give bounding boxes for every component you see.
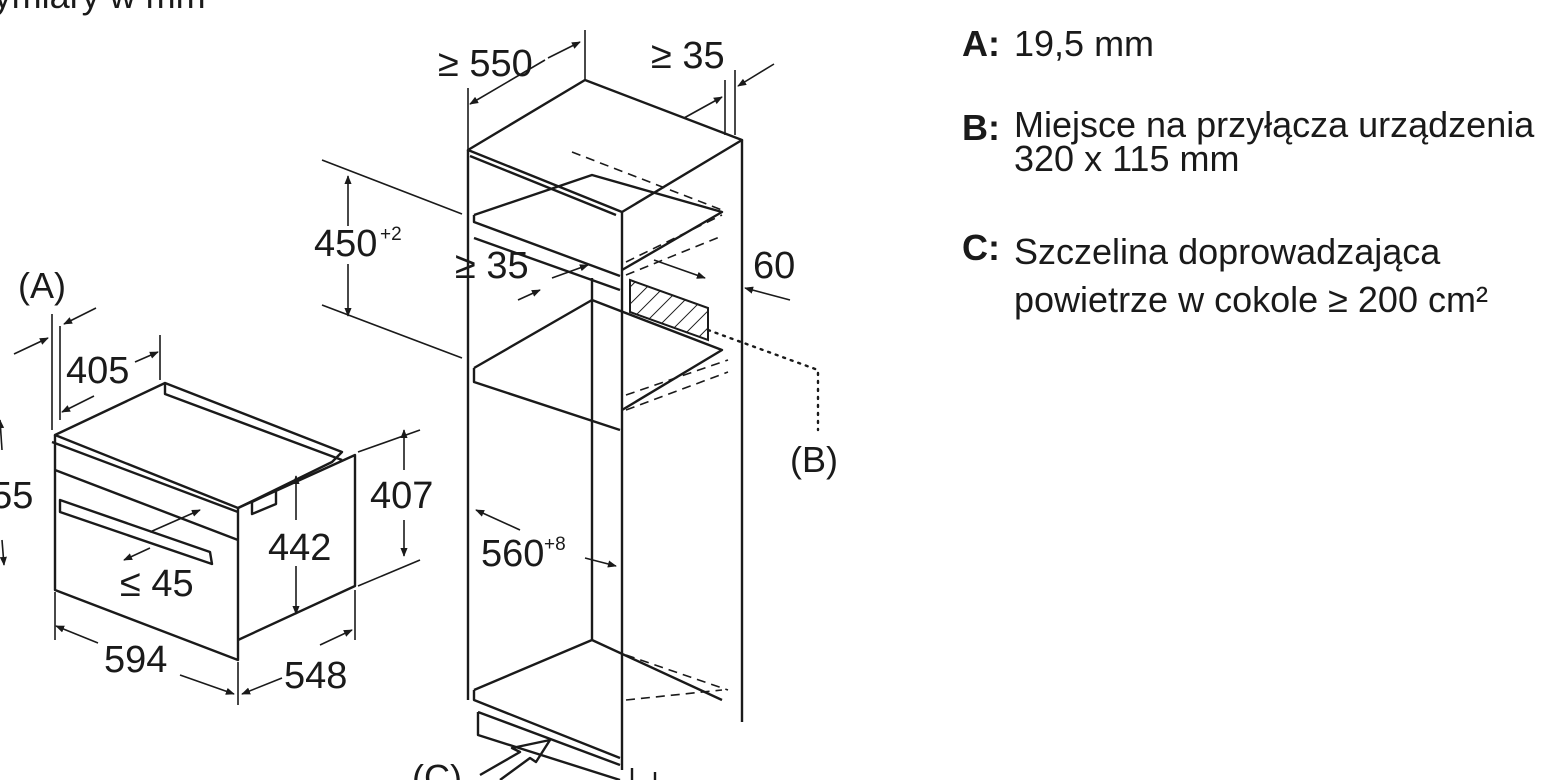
cabinet-drawing — [466, 78, 820, 780]
dim-rear-gap-mid: ≥ 35 — [455, 245, 529, 287]
oven-drawing — [51, 314, 357, 662]
oven-dimensions — [0, 307, 421, 705]
legend-text: Szczelina doprowadzająca powietrze w cok… — [1014, 228, 1488, 324]
dim-niche-width-tol: +8 — [544, 534, 566, 555]
dim-oven-depth: 548 — [284, 655, 347, 697]
legend-line: 19,5 mm — [1014, 23, 1155, 64]
dim-oven-442: 442 — [268, 527, 331, 569]
legend-line: 320 x 115 mm — [1014, 138, 1240, 179]
units-caption: Wymiary w mm — [0, 0, 206, 16]
dim-niche-height-tol: +2 — [380, 224, 402, 245]
legend-line: Szczelina doprowadzająca — [1014, 231, 1441, 272]
dim-oven-handle: ≤ 45 — [120, 563, 194, 605]
legend-key: B: — [962, 107, 1000, 148]
dim-niche-width: 560 — [481, 533, 544, 575]
dim-oven-407: 407 — [370, 475, 433, 517]
dim-oven-width: 594 — [104, 639, 167, 681]
legend-line: powietrze w cokole ≥ 200 cm² — [1014, 279, 1488, 320]
legend-key: A: — [962, 23, 1000, 64]
dim-rear-gap-top: ≥ 35 — [651, 35, 725, 77]
cabinet-dimensions — [321, 30, 791, 568]
dim-niche-height-value: 450 — [314, 223, 377, 265]
dim-side-60: 60 — [753, 245, 795, 287]
dim-niche-height: 450 — [314, 223, 377, 265]
legend-key: C: — [962, 227, 1000, 268]
dim-oven-405: 405 — [66, 350, 129, 392]
label-b: (B) — [790, 439, 838, 480]
legend-text: 19,5 mm — [1014, 24, 1154, 64]
legend-line: Miejsce na przyłącza urządzenia — [1014, 104, 1535, 145]
label-c: (C) — [412, 757, 462, 780]
legend-text: Miejsce na przyłącza urządzenia 320 x 11… — [1014, 104, 1535, 179]
label-a: (A) — [18, 265, 66, 306]
dim-niche-depth: ≥ 550 — [438, 43, 533, 85]
dim-oven-height: 455 — [0, 475, 33, 517]
dimension-labels: ≥ 550 ≥ 35 450 +2 ≥ 35 60 560 +8 405 455… — [0, 35, 838, 780]
